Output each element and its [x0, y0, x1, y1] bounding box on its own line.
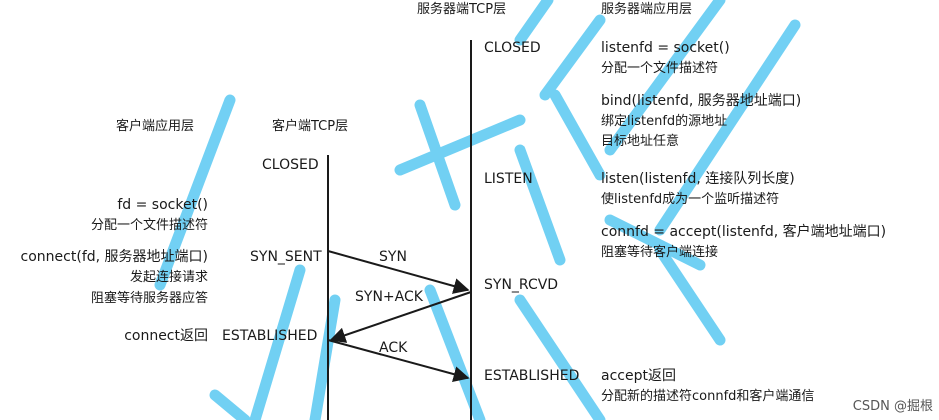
- watermark-stroke: [604, 0, 726, 156]
- client-socket-desc: 分配一个文件描述符: [90, 218, 208, 233]
- watermark-stroke: [654, 19, 801, 236]
- watermark-stroke: [209, 389, 251, 420]
- client-tcp-header: 客户端TCP层: [272, 119, 349, 134]
- watermark-stroke: [514, 294, 606, 420]
- client-state-syn-sent: SYN_SENT: [250, 249, 322, 265]
- client-connect-return: connect返回: [124, 328, 208, 344]
- watermark-stroke: [654, 244, 726, 346]
- watermark-stroke: [539, 14, 606, 101]
- server-state-syn-rcvd: SYN_RCVD: [484, 277, 559, 293]
- client-socket-call: fd = socket(): [117, 197, 208, 213]
- ack-label: ACK: [379, 340, 408, 356]
- server-state-listen: LISTEN: [484, 171, 533, 187]
- client-app-header: 客户端应用层: [116, 119, 195, 134]
- client-connect-desc-2: 阻塞等待服务器应答: [90, 291, 208, 306]
- client-state-established: ESTABLISHED: [222, 328, 318, 344]
- watermark-stroke: [249, 264, 306, 420]
- server-listen-desc: 使listenfd成为一个监听描述符: [601, 192, 780, 207]
- client-state-closed: CLOSED: [262, 157, 319, 173]
- server-socket-call: listenfd = socket(): [601, 40, 730, 56]
- server-socket-desc: 分配一个文件描述符: [601, 61, 719, 76]
- syn-label: SYN: [379, 249, 407, 265]
- watermark-stroke: [604, 214, 706, 271]
- syn-ack-arrow: [329, 291, 472, 343]
- syn-arrow: [327, 250, 470, 294]
- syn-ack-label: SYN+ACK: [355, 289, 423, 305]
- server-accept-return: accept返回: [601, 368, 676, 384]
- watermark-stroke: [514, 0, 554, 46]
- watermark-stroke: [309, 294, 341, 420]
- server-app-header: 服务器端应用层: [601, 2, 693, 17]
- server-tcp-header: 服务器端TCP层: [417, 2, 507, 17]
- server-state-closed: CLOSED: [484, 40, 541, 56]
- server-bind-call: bind(listenfd, 服务器地址端口): [601, 93, 802, 109]
- client-connect-desc-1: 发起连接请求: [129, 270, 208, 285]
- watermark-credit: CSDN @掘根: [852, 399, 933, 414]
- server-bind-desc-1: 绑定listenfd的源地址: [601, 114, 728, 129]
- ack-arrow: [327, 339, 470, 382]
- client-connect-call: connect(fd, 服务器地址端口): [20, 249, 208, 265]
- server-accept-call: connfd = accept(listenfd, 客户端地址端口): [601, 224, 887, 240]
- watermark-stroke: [154, 94, 236, 291]
- server-state-established: ESTABLISHED: [484, 368, 580, 384]
- watermark-stroke: [549, 89, 606, 181]
- watermark-stroke: [514, 144, 566, 266]
- server-accept-desc: 阻塞等待客户端连接: [601, 245, 719, 260]
- server-listen-call: listen(listenfd, 连接队列长度): [601, 171, 795, 187]
- server-accept-return-desc: 分配新的描述符connfd和客户端通信: [601, 389, 815, 404]
- watermark-stroke: [394, 114, 526, 176]
- server-bind-desc-2: 目标地址任意: [601, 134, 680, 149]
